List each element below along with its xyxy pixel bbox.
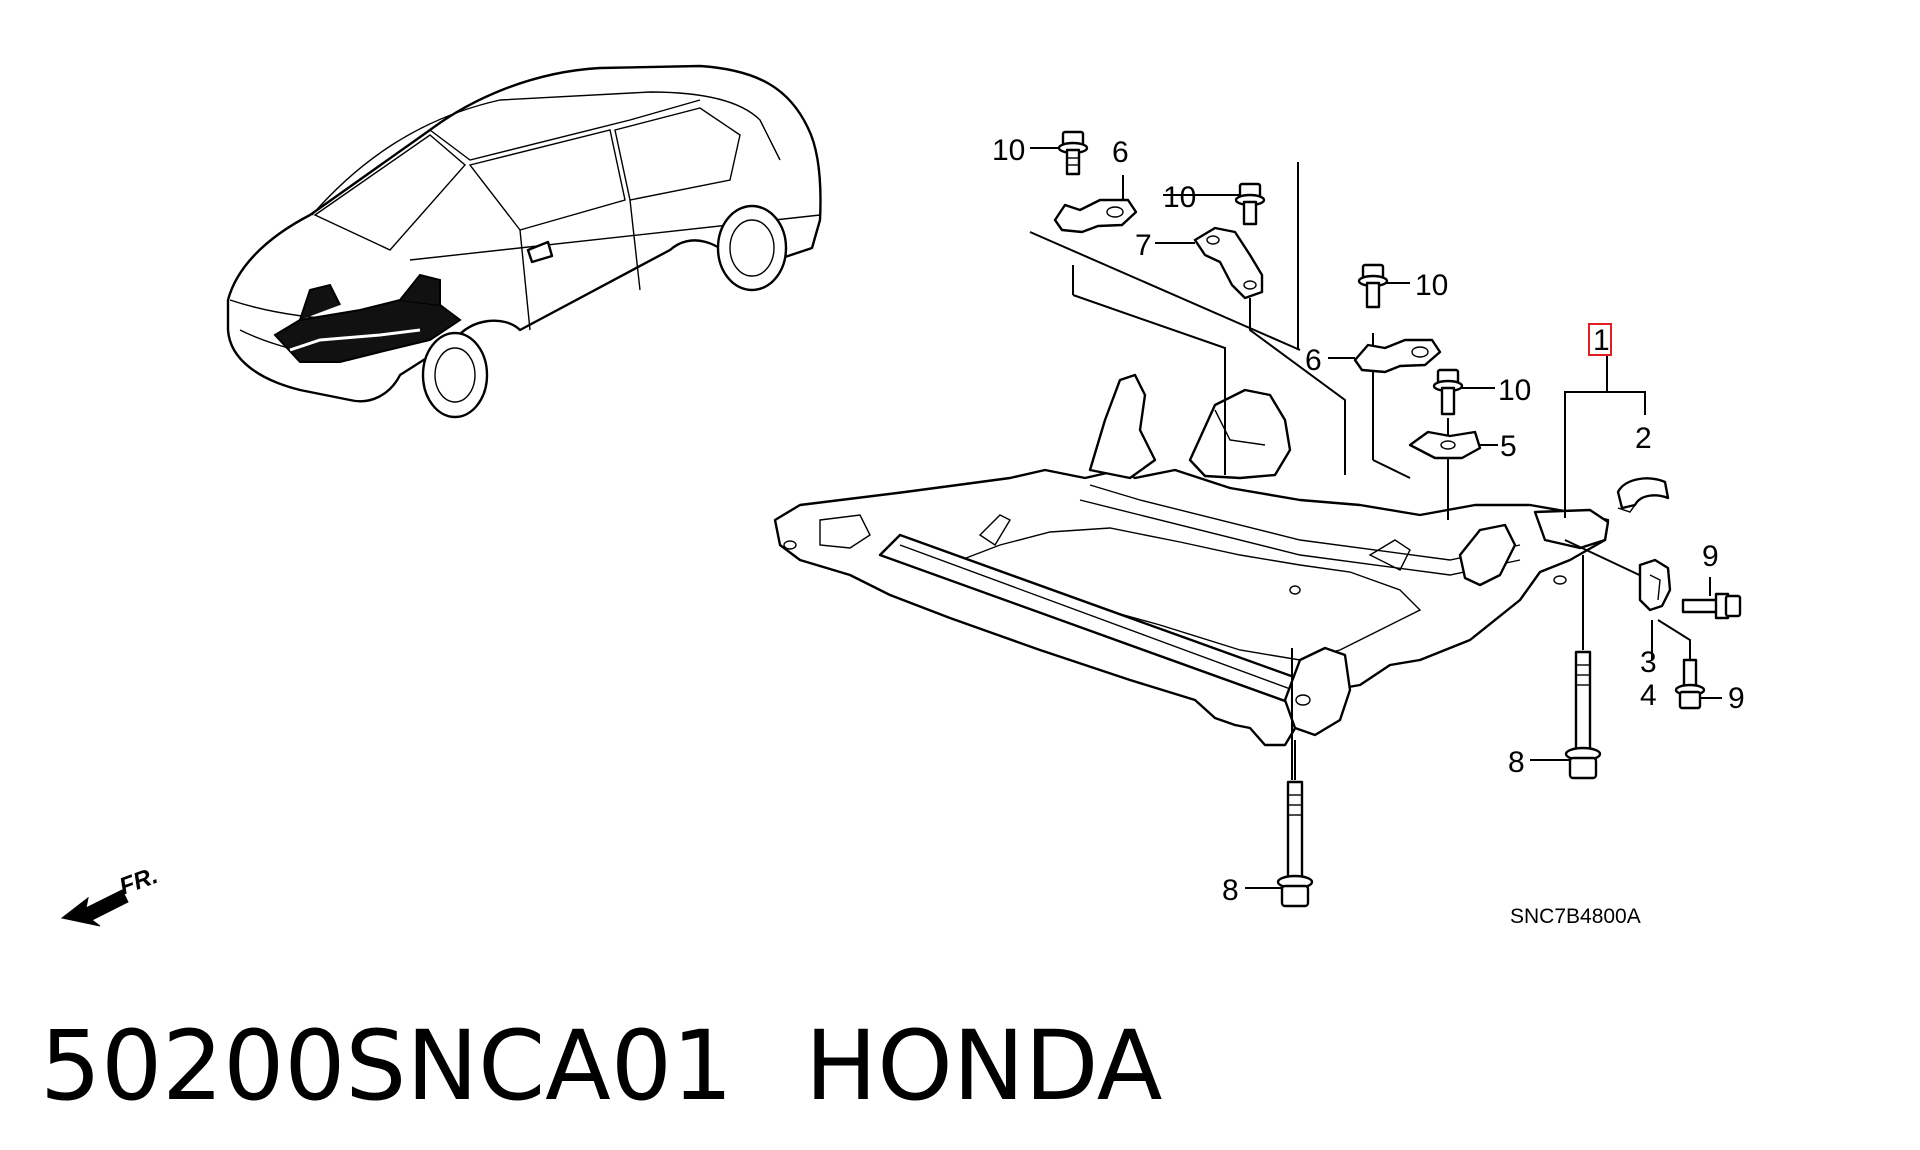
callout-2[interactable]: 2 [1635,422,1652,455]
bolt-10-b [1234,182,1266,226]
callout-6-top[interactable]: 6 [1112,136,1129,169]
callout-10-b[interactable]: 10 [1163,181,1196,214]
car-illustration [226,64,822,419]
bolt-10-c [1357,263,1389,309]
front-label: FR. [116,862,162,901]
callout-3[interactable]: 3 [1640,646,1657,679]
bolt-9-b [1674,658,1706,710]
bolt-10-d [1432,368,1464,416]
callout-4[interactable]: 4 [1640,679,1657,712]
bolt-8-b [1276,780,1314,908]
diagram-code: SNC7B4800A [1510,905,1641,928]
bolt-10-a [1057,130,1089,176]
bolt-8-a [1564,650,1602,780]
callout-9-lower[interactable]: 9 [1728,682,1745,715]
front-subframe [773,373,1610,747]
front-arrow-icon [60,889,129,927]
highlight-box [1588,323,1612,356]
callout-7[interactable]: 7 [1135,229,1152,262]
callout-10-d[interactable]: 10 [1498,374,1531,407]
callout-numbers: 1 2 3 4 5 6 6 7 8 8 9 9 10 10 10 10 [992,134,1745,907]
callout-8-lower[interactable]: 8 [1222,874,1239,907]
callout-5[interactable]: 5 [1500,430,1517,463]
callout-10-a[interactable]: 10 [992,134,1025,167]
callout-9-upper[interactable]: 9 [1702,540,1719,573]
front-direction-indicator: FR. [60,862,162,927]
label-ticks [1030,147,1722,889]
brand-name: HONDA [805,1010,1163,1122]
callout-1[interactable]: 1 [1593,324,1610,357]
callout-6-mid[interactable]: 6 [1305,344,1322,377]
caption: 50200SNCA01 HONDA [40,1010,1162,1122]
callout-10-c[interactable]: 10 [1415,269,1448,302]
callout-8-right[interactable]: 8 [1508,746,1525,779]
bolt-9-a [1681,592,1742,620]
part-number: 50200SNCA01 [40,1010,733,1122]
small-parts [1053,130,1742,908]
